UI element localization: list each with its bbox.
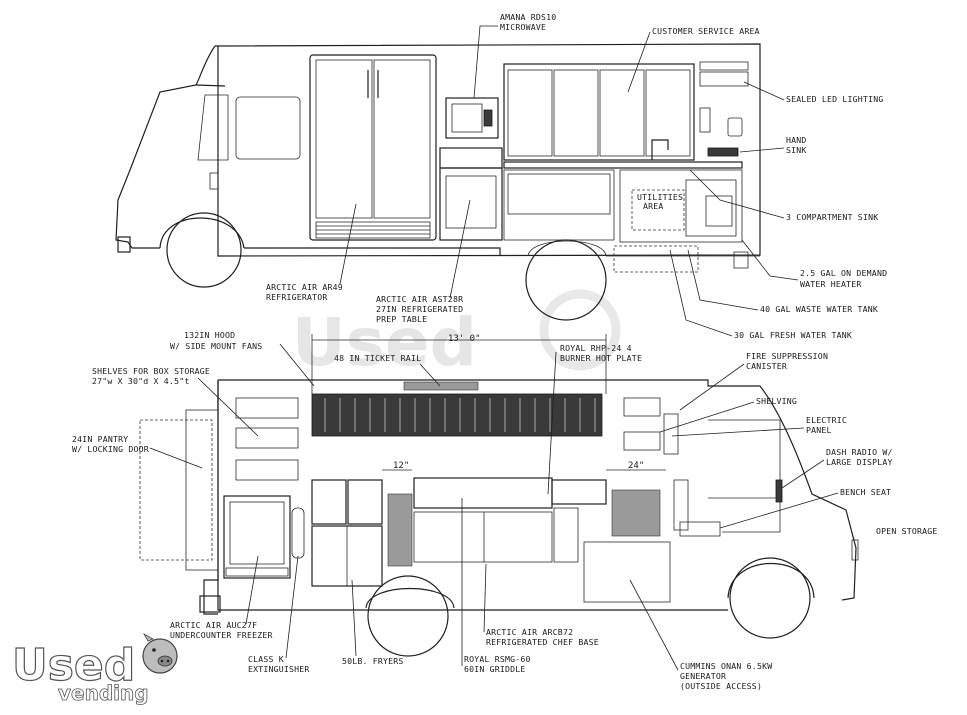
label-prep-table: ARCTIC AIR AST28R 27IN REFRIGERATED PREP… <box>376 199 471 324</box>
svg-text:EXTINGUISHER: EXTINGUISHER <box>248 664 310 674</box>
logo-word-vending: vending <box>58 681 149 705</box>
label-pantry: 24IN PANTRY W/ LOCKING DOOR <box>72 434 203 469</box>
svg-text:30 GAL FRESH WATER TANK: 30 GAL FRESH WATER TANK <box>734 330 852 340</box>
label-ticket-rail: 48 IN TICKET RAIL <box>334 353 441 387</box>
svg-text:27IN REFRIGERATED: 27IN REFRIGERATED <box>376 304 463 314</box>
svg-text:UTILITIES: UTILITIES <box>637 192 683 202</box>
svg-text:DASH RADIO W/: DASH RADIO W/ <box>826 447 893 457</box>
label-extinguisher: CLASS K EXTINGUISHER <box>248 555 310 674</box>
label-hot-plate: ROYAL RHP-24 4 BURNER HOT PLATE <box>547 343 642 495</box>
svg-text:SHELVING: SHELVING <box>756 396 797 406</box>
plan-labels: 132IN HOOD W/ SIDE MOUNT FANS 13' 0" 48 … <box>72 330 938 691</box>
dimension-12: 12" <box>393 461 409 471</box>
svg-text:AREA: AREA <box>643 201 664 211</box>
label-hand-sink: HAND SINK <box>739 135 807 155</box>
svg-text:MICROWAVE: MICROWAVE <box>500 22 546 32</box>
svg-text:24IN PANTRY: 24IN PANTRY <box>72 434 128 444</box>
svg-text:REFRIGERATOR: REFRIGERATOR <box>266 292 328 302</box>
svg-text:CLASS K: CLASS K <box>248 654 284 664</box>
svg-text:BENCH SEAT: BENCH SEAT <box>840 487 891 497</box>
svg-text:50LB. FRYERS: 50LB. FRYERS <box>342 656 404 666</box>
label-dash-radio: DASH RADIO W/ LARGE DISPLAY <box>781 447 893 489</box>
svg-text:27"w X 30"d X 4.5"t: 27"w X 30"d X 4.5"t <box>92 376 189 386</box>
side-labels: AMANA RDS10 MICROWAVE CUSTOMER SERVICE A… <box>266 12 887 340</box>
label-refrigerator: ARCTIC AIR AR49 REFRIGERATOR <box>266 203 357 302</box>
svg-text:CUMMINS ONAN 6.5KW: CUMMINS ONAN 6.5KW <box>680 661 772 671</box>
svg-text:W/ LOCKING DOOR: W/ LOCKING DOOR <box>72 444 149 454</box>
svg-text:CANISTER: CANISTER <box>746 361 787 371</box>
svg-text:2.5 GAL ON DEMAND: 2.5 GAL ON DEMAND <box>800 268 887 278</box>
svg-text:PREP TABLE: PREP TABLE <box>376 314 427 324</box>
label-waste-tank: 40 GAL WASTE WATER TANK <box>687 249 878 314</box>
side-elevation: UTILITIES AREA <box>115 43 761 321</box>
watermark-text: Used <box>292 304 477 381</box>
svg-text:SEALED LED LIGHTING: SEALED LED LIGHTING <box>786 94 883 104</box>
svg-text:48 IN TICKET RAIL: 48 IN TICKET RAIL <box>334 353 421 363</box>
pig-icon <box>142 632 178 674</box>
label-hood: 132IN HOOD W/ SIDE MOUNT FANS <box>170 330 315 387</box>
svg-text:132IN HOOD: 132IN HOOD <box>184 330 235 340</box>
svg-text:ARCTIC AIR AUC27F: ARCTIC AIR AUC27F <box>170 620 257 630</box>
svg-text:3 COMPARTMENT SINK: 3 COMPARTMENT SINK <box>786 212 878 222</box>
watermark-pig-icon <box>539 289 621 371</box>
label-fryers: 50LB. FRYERS <box>342 579 404 666</box>
logo-word-used: Used <box>12 640 135 691</box>
svg-text:FIRE SUPPRESSION: FIRE SUPPRESSION <box>746 351 828 361</box>
svg-text:PANEL: PANEL <box>806 425 832 435</box>
svg-text:BURNER HOT PLATE: BURNER HOT PLATE <box>560 353 642 363</box>
label-shelving: SHELVING <box>659 396 797 433</box>
used-vending-logo: Used vending <box>8 632 178 706</box>
svg-text:CUSTOMER SERVICE AREA: CUSTOMER SERVICE AREA <box>652 26 760 36</box>
svg-text:ELECTRIC: ELECTRIC <box>806 415 847 425</box>
svg-text:REFRIGERATED CHEF BASE: REFRIGERATED CHEF BASE <box>486 637 599 647</box>
label-led-lighting: SEALED LED LIGHTING <box>743 81 883 104</box>
dimension-overall: 13' 0" <box>448 334 481 344</box>
svg-text:ARCTIC AIR AR49: ARCTIC AIR AR49 <box>266 282 343 292</box>
svg-text:AMANA RDS10: AMANA RDS10 <box>500 12 556 22</box>
label-bench-seat: BENCH SEAT <box>719 487 891 529</box>
label-griddle: ROYAL RSMG-60 60IN GRIDDLE <box>461 498 531 674</box>
label-water-heater: 2.5 GAL ON DEMAND WATER HEATER <box>741 239 887 289</box>
plan-view <box>139 334 859 657</box>
svg-text:(OUTSIDE ACCESS): (OUTSIDE ACCESS) <box>680 681 762 691</box>
svg-text:SHELVES FOR BOX STORAGE: SHELVES FOR BOX STORAGE <box>92 366 210 376</box>
label-fresh-tank: 30 GAL FRESH WATER TANK <box>669 249 852 340</box>
svg-text:LARGE DISPLAY: LARGE DISPLAY <box>826 457 893 467</box>
svg-text:ARCTIC AIR ARCB72: ARCTIC AIR ARCB72 <box>486 627 573 637</box>
refrigerator-grille <box>315 221 431 239</box>
label-customer-service: CUSTOMER SERVICE AREA <box>627 26 760 93</box>
dimension-24: 24" <box>628 461 644 471</box>
svg-text:GENERATOR: GENERATOR <box>680 671 726 681</box>
svg-text:WATER HEATER: WATER HEATER <box>800 279 862 289</box>
label-microwave: AMANA RDS10 MICROWAVE <box>473 12 556 99</box>
watermark: Used <box>292 289 621 381</box>
utilities-label: UTILITIES AREA <box>637 192 683 211</box>
svg-text:UNDERCOUNTER FREEZER: UNDERCOUNTER FREEZER <box>170 630 273 640</box>
svg-text:ARCTIC AIR AST28R: ARCTIC AIR AST28R <box>376 294 463 304</box>
label-fire-suppression: FIRE SUPPRESSION CANISTER <box>679 351 828 411</box>
svg-text:60IN GRIDDLE: 60IN GRIDDLE <box>464 664 526 674</box>
label-shelves: SHELVES FOR BOX STORAGE 27"w X 30"d X 4.… <box>92 366 259 437</box>
svg-text:HAND: HAND <box>786 135 807 145</box>
svg-text:ROYAL RHP-24 4: ROYAL RHP-24 4 <box>560 343 632 353</box>
label-freezer: ARCTIC AIR AUC27F UNDERCOUNTER FREEZER <box>170 555 273 640</box>
hood-filters <box>324 398 596 432</box>
label-generator: CUMMINS ONAN 6.5KW GENERATOR (OUTSIDE AC… <box>629 579 772 691</box>
label-chef-base: ARCTIC AIR ARCB72 REFRIGERATED CHEF BASE <box>483 563 599 647</box>
label-compartment-sink: 3 COMPARTMENT SINK <box>689 169 878 222</box>
svg-text:SINK: SINK <box>786 145 807 155</box>
svg-text:40 GAL WASTE WATER TANK: 40 GAL WASTE WATER TANK <box>760 304 878 314</box>
svg-text:ROYAL RSMG-60: ROYAL RSMG-60 <box>464 654 531 664</box>
label-open-storage: OPEN STORAGE <box>876 526 938 536</box>
svg-text:W/ SIDE MOUNT FANS: W/ SIDE MOUNT FANS <box>170 341 262 351</box>
label-electric-panel: ELECTRIC PANEL <box>671 415 847 437</box>
